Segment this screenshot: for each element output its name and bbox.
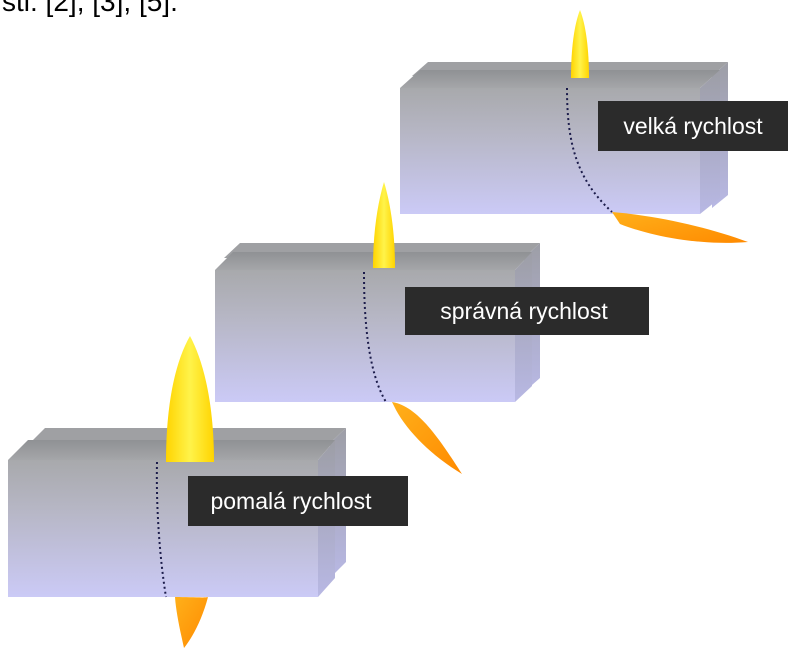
label-correct-text: správná rychlost xyxy=(440,298,608,324)
label-fast: velká rychlost xyxy=(598,101,788,151)
label-correct: správná rychlost xyxy=(405,287,649,335)
correct-cut-line xyxy=(363,271,387,403)
slow-cut-line xyxy=(155,461,167,598)
fast-orange-sparks xyxy=(612,212,748,243)
slow-yellow-flame xyxy=(166,336,214,462)
label-correct-box xyxy=(405,287,649,335)
label-fast-box xyxy=(598,101,788,151)
label-slow-text: pomalá rychlost xyxy=(210,488,372,514)
fast-block-top xyxy=(400,70,720,88)
label-slow-box xyxy=(188,476,408,526)
fast-yellow-flame xyxy=(571,10,589,78)
correct-orange-sparks xyxy=(392,402,462,474)
partial-caption-text: sti: [2], [3], [5]. xyxy=(2,0,178,17)
slow-orange-sparks xyxy=(175,597,208,648)
stage-fast xyxy=(400,10,748,243)
label-fast-text: velká rychlost xyxy=(623,113,763,139)
fast-cut-line xyxy=(566,87,613,213)
correct-yellow-flame xyxy=(373,182,395,268)
label-slow: pomalá rychlost xyxy=(188,476,408,526)
stage-slow xyxy=(8,336,346,648)
